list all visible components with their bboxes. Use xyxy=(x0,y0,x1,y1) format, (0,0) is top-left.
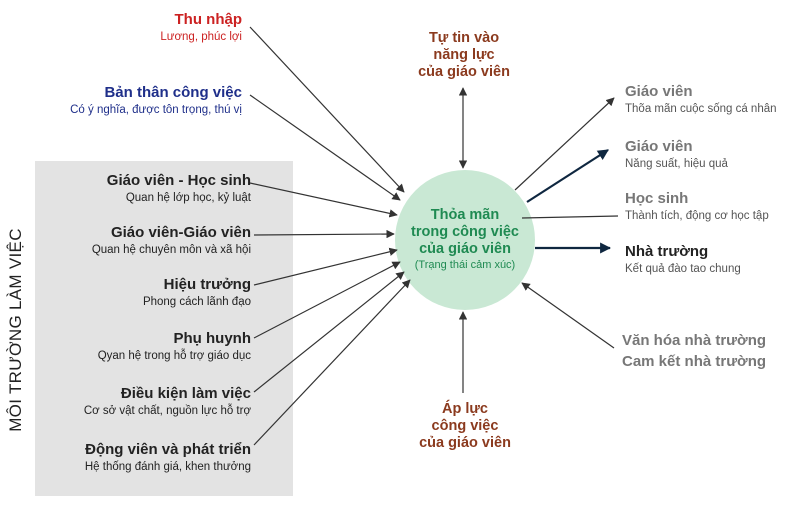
factor-teacher-teacher: Giáo viên-Giáo viên Quan hệ chuyên môn v… xyxy=(92,223,251,258)
factor-parents-title: Phụ huynh xyxy=(173,330,252,347)
school-culture-line-1: Văn hóa nhà trường xyxy=(622,332,767,349)
arrow-parents xyxy=(253,261,401,339)
work-pressure-line-1: Áp lực xyxy=(442,401,488,417)
arrow-teacher-student xyxy=(249,182,398,218)
factor-teacher-teacher-subtitle: Quan hệ chuyên môn và xã hội xyxy=(91,244,251,256)
line-outcome-students xyxy=(521,215,619,219)
outcome-4-title: Nhà trường xyxy=(625,243,709,260)
outcome-1-title: Giáo viên xyxy=(625,83,693,100)
arrow-principal xyxy=(253,247,398,286)
outcome-3-subtitle: Thành tích, động cơ học tập xyxy=(625,210,769,222)
teacher-job-satisfaction-circle: Thỏa mãn trong công việc của giáo viên (… xyxy=(395,170,535,310)
outcome-school-results: Nhà trường Kết quả đào tao chung xyxy=(625,242,741,277)
school-culture-commitment: Văn hóa nhà trường Cam kết nhà trường xyxy=(622,330,766,372)
factor-work-itself-title: Bản thân công việc xyxy=(104,84,242,101)
center-line-4: (Trạng thái cảm xúc) xyxy=(414,259,516,271)
factor-teacher-student-subtitle: Quan hệ lớp học, kỷ luật xyxy=(125,192,251,204)
factor-principal: Hiệu trưởng Phong cách lãnh đạo xyxy=(143,275,251,310)
center-line-2: trong công việc xyxy=(411,224,519,240)
factor-principal-title: Hiệu trưởng xyxy=(163,276,251,293)
outcome-2-title: Giáo viên xyxy=(625,138,693,155)
center-line-3: của giáo viên xyxy=(419,241,511,257)
arrow-work-itself xyxy=(249,94,401,201)
factor-motivation-development: Động viên và phát triển Hệ thống đánh gi… xyxy=(85,440,251,475)
factor-teacher-teacher-title: Giáo viên-Giáo viên xyxy=(110,224,251,241)
factor-working-conditions-subtitle: Cơ sở vật chất, nguồn lực hỗ trợ xyxy=(83,405,251,417)
factor-parents-subtitle: Qyan hệ trong hỗ trợ giáo dục xyxy=(97,350,251,362)
outcome-4-subtitle: Kết quả đào tao chung xyxy=(625,263,741,275)
arrow-working-conditions xyxy=(253,271,405,393)
arrow-motivation xyxy=(253,279,411,446)
self-efficacy-line-3: của giáo viên xyxy=(418,64,510,80)
outcome-1-subtitle: Thõa mãn cuộc sống cá nhân xyxy=(625,103,777,115)
self-efficacy-line-1: Tự tin vào xyxy=(428,30,500,46)
factor-income-title: Thu nhập xyxy=(174,11,243,28)
factor-motivation-development-subtitle: Hệ thống đánh giá, khen thưởng xyxy=(84,461,251,473)
factor-income-subtitle: Lương, phúc lợi xyxy=(160,31,242,43)
center-line-1: Thỏa mãn xyxy=(430,207,500,223)
factor-work-itself: Bản thân công việc Có ý nghĩa, được tôn … xyxy=(70,83,242,118)
factor-working-conditions: Điều kiện làm việc Cơ sở vật chất, nguồn… xyxy=(84,384,251,419)
outcome-teacher-productivity: Giáo viên Năng suất, hiệu quả xyxy=(625,137,728,172)
factor-income: Thu nhập Lương, phúc lợi xyxy=(160,10,242,45)
outcome-student-achievement: Học sinh Thành tích, động cơ học tập xyxy=(625,189,769,224)
teacher-work-pressure: Áp lực công việc của giáo viên xyxy=(410,401,520,452)
outcome-teacher-life-satisfaction: Giáo viên Thõa mãn cuộc sống cá nhân xyxy=(625,82,777,117)
arrow-outcome-life-satisfaction xyxy=(514,97,615,191)
arrow-school-culture xyxy=(521,282,615,349)
factor-teacher-student: Giáo viên - Học sinh Quan hệ lớp học, kỷ… xyxy=(107,171,251,206)
school-culture-line-2: Cam kết nhà trường xyxy=(622,353,767,370)
factor-motivation-development-title: Động viên và phát triển xyxy=(85,441,251,458)
factor-work-itself-subtitle: Có ý nghĩa, được tôn trọng, thú vị xyxy=(70,104,242,116)
arrow-income xyxy=(249,26,405,193)
work-pressure-line-3: của giáo viên xyxy=(419,435,511,451)
work-environment-box xyxy=(35,161,293,496)
work-pressure-line-2: công việc xyxy=(431,418,499,434)
outcome-3-title: Học sinh xyxy=(625,190,689,207)
factor-teacher-student-title: Giáo viên - Học sinh xyxy=(106,172,251,189)
outcome-2-subtitle: Năng suất, hiệu quả xyxy=(625,158,728,170)
factor-parents: Phụ huynh Qyan hệ trong hỗ trợ giáo dục xyxy=(98,329,251,364)
arrow-outcome-productivity xyxy=(526,149,609,203)
factor-working-conditions-title: Điều kiện làm việc xyxy=(120,385,251,402)
arrow-teacher-teacher xyxy=(253,229,395,239)
self-efficacy-line-2: năng lực xyxy=(433,47,495,63)
factor-principal-subtitle: Phong cách lãnh đạo xyxy=(142,296,251,308)
teacher-self-efficacy: Tự tin vào năng lực của giáo viên xyxy=(414,30,514,81)
